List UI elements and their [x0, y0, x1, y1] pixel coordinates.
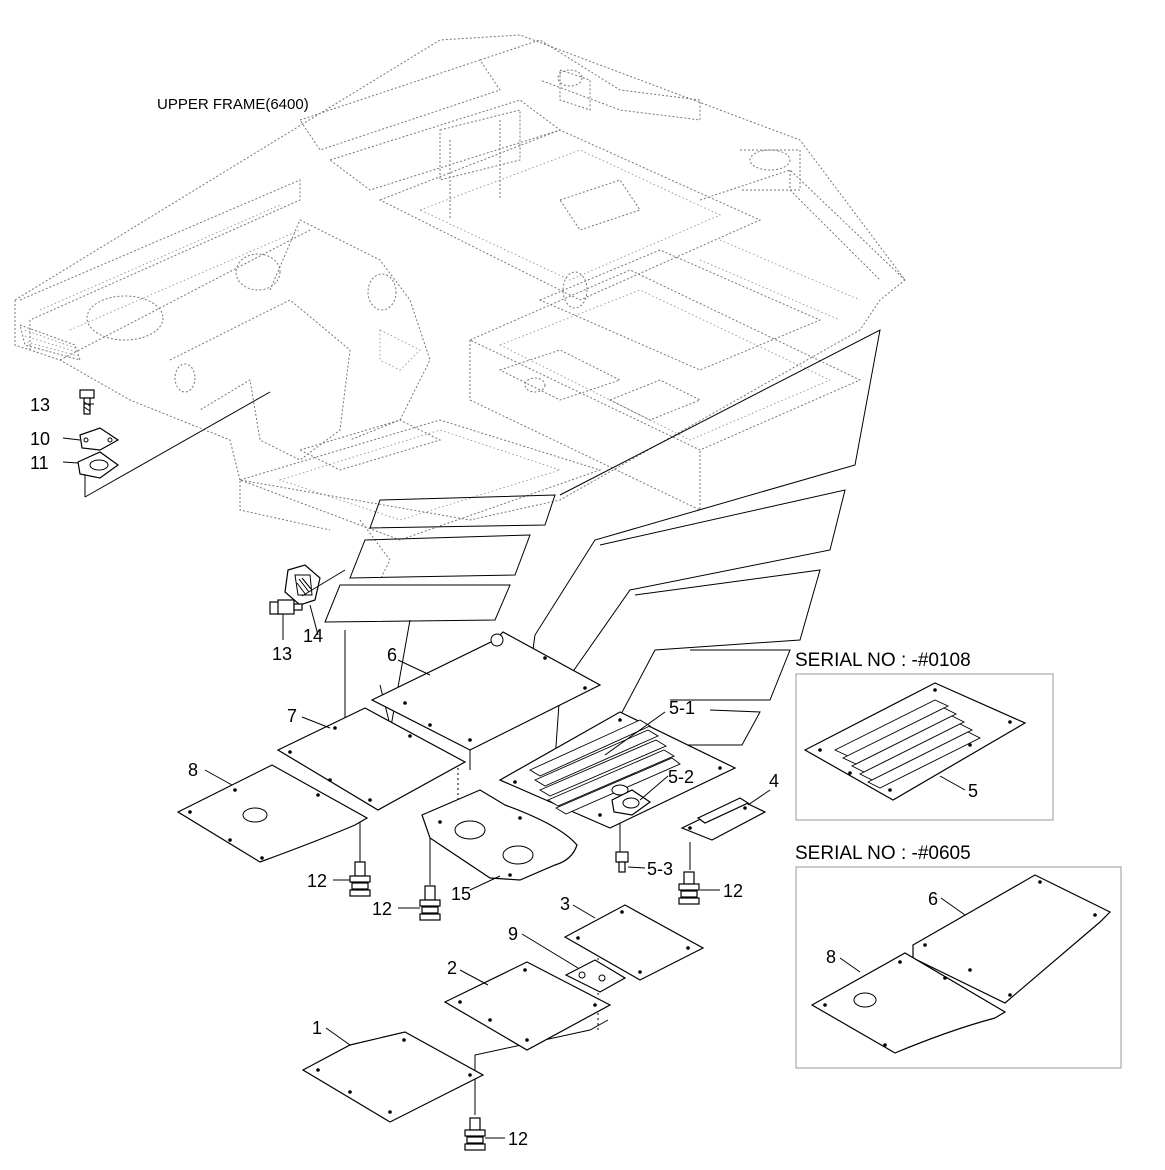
callout-14: 14 — [303, 626, 323, 646]
callout-8: 8 — [188, 760, 198, 780]
cover-plate-10 — [79, 427, 120, 451]
callout-5-3: 5-3 — [647, 859, 673, 879]
inset-b-callout-6: 6 — [928, 889, 938, 909]
bolt-13-upper — [79, 389, 95, 415]
bolt-12-d — [464, 1117, 486, 1151]
inset-a-callout-5: 5 — [968, 781, 978, 801]
inset-a-title: SERIAL NO : -#0108 — [795, 650, 971, 671]
floor-plate-6 — [370, 631, 602, 751]
inspection-cover-14 — [284, 564, 321, 606]
callout-10: 10 — [30, 429, 50, 449]
callout-3: 3 — [560, 894, 570, 914]
callout-5-1: 5-1 — [669, 698, 695, 718]
vent-plate-5 — [498, 711, 737, 829]
bolt-5-3 — [615, 851, 629, 873]
callout-9: 9 — [508, 924, 518, 944]
gasket-5-2 — [611, 789, 652, 816]
callout-13-upper: 13 — [30, 395, 50, 415]
inset-serial-0605 — [795, 866, 1122, 1069]
cover-plate-15 — [421, 789, 578, 881]
bolt-12-c — [678, 871, 700, 905]
inset-b-title: SERIAL NO : -#0605 — [795, 843, 971, 864]
text-labels: UPPER FRAME(6400) 13 10 11 13 14 6 7 8 5… — [30, 96, 978, 1149]
bolt-13-lower — [269, 599, 303, 615]
upper-frame-sketch — [14, 34, 906, 581]
callout-7: 7 — [287, 706, 297, 726]
bolt-12-a — [349, 861, 371, 897]
callout-5-2: 5-2 — [668, 767, 694, 787]
gasket-11 — [77, 451, 120, 479]
floor-plate-7 — [276, 707, 467, 811]
callout-15: 15 — [451, 884, 471, 904]
small-plate-9 — [564, 959, 627, 993]
bracket-4 — [680, 797, 767, 841]
callout-1: 1 — [312, 1018, 322, 1038]
callout-12-b: 12 — [372, 899, 392, 919]
callout-6: 6 — [387, 645, 397, 665]
floor-plate-3 — [563, 904, 705, 981]
callout-leaders — [62, 403, 771, 1139]
inset-serial-0108 — [795, 673, 1054, 821]
upper-frame-label: UPPER FRAME(6400) — [157, 96, 309, 113]
callout-12-a: 12 — [307, 871, 327, 891]
callout-11: 11 — [30, 453, 49, 473]
floor-plate-8 — [176, 764, 369, 863]
callout-4: 4 — [769, 771, 779, 791]
bolt-12-b — [419, 885, 441, 921]
callout-13-lower: 13 — [272, 644, 292, 664]
callout-12-c: 12 — [723, 881, 743, 901]
inset-b-callout-8: 8 — [826, 947, 836, 967]
callout-2: 2 — [447, 958, 457, 978]
callout-12-d: 12 — [508, 1129, 528, 1149]
floor-plate-1 — [301, 1031, 485, 1123]
